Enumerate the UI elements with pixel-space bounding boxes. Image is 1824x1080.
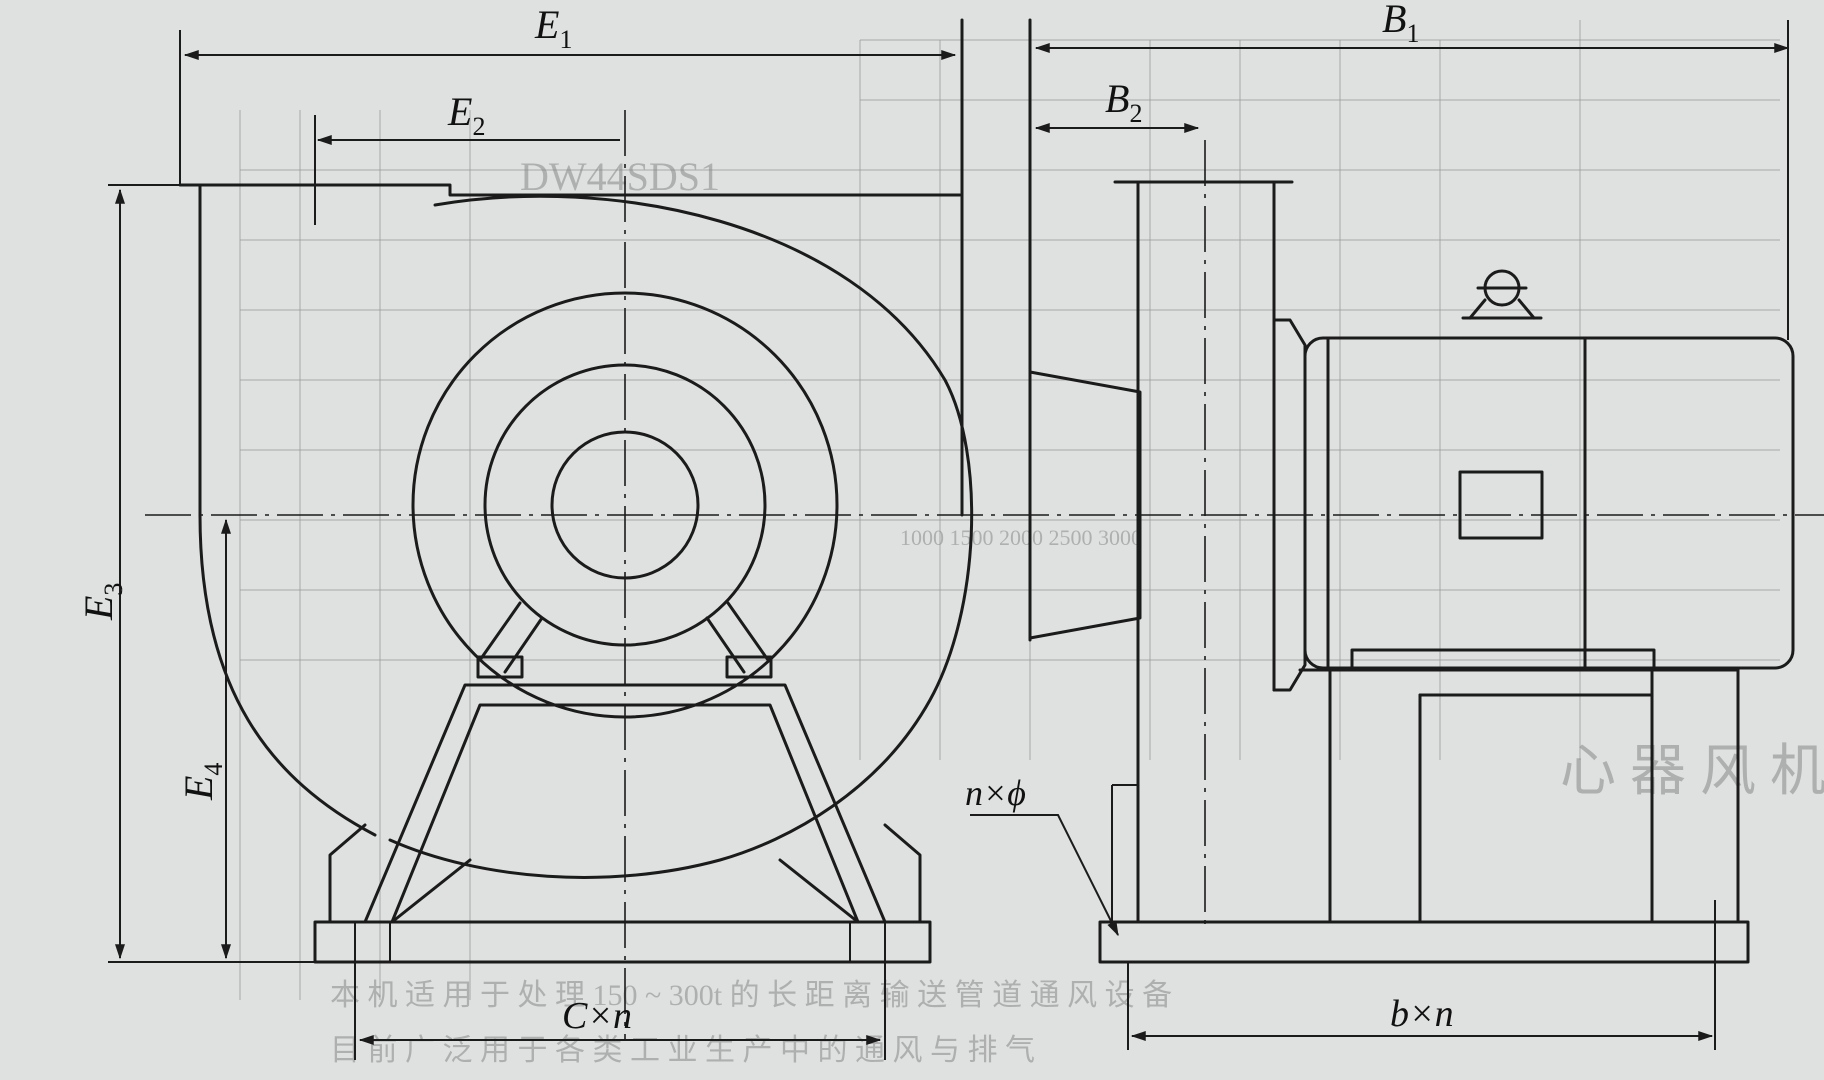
housing-ring-middle <box>483 363 767 647</box>
svg-text:目 前 广 泛 用 于 各 类 工 业 生 产 中 的 通: 目 前 广 泛 用 于 各 类 工 业 生 产 中 的 通 风 与 排 气 <box>330 1034 1035 1067</box>
label-E2: E2 <box>447 89 485 141</box>
side-base-plate <box>1098 920 1750 964</box>
left-pedestal <box>476 655 524 679</box>
svg-text:1000 1500 2000 2500 3000: 1000 1500 2000 2500 3000 <box>900 525 1142 550</box>
label-B1: B1 <box>1382 0 1419 48</box>
base-bolt-blocks <box>354 922 886 962</box>
base-gussets <box>328 823 922 924</box>
svg-text:本 机 适 用 于 处 理 150 ~ 300t 的 长 距: 本 机 适 用 于 处 理 150 ~ 300t 的 长 距 离 输 送 管 道… <box>330 979 1172 1012</box>
front-view <box>178 18 974 964</box>
motor-stand-legs <box>1328 668 1740 922</box>
right-pedestal <box>725 655 773 679</box>
extension-lines-left <box>108 184 315 963</box>
motor-stand-top <box>1298 668 1740 697</box>
extension-lines-top <box>179 30 316 225</box>
side-casing-walls <box>1136 180 1276 924</box>
label-E3: E3 <box>76 583 128 621</box>
inlet-cone <box>1028 370 1142 640</box>
label-E1: E1 <box>534 2 572 54</box>
motor-body-bands <box>1326 336 1587 670</box>
leader-NxPhi <box>970 814 1119 937</box>
left-strut <box>478 601 544 674</box>
housing-ring-outer <box>411 291 839 719</box>
svg-text:心 器 风 机: 心 器 风 机 <box>1560 741 1824 803</box>
right-strut <box>705 601 770 674</box>
extension-lines-bxn <box>1127 900 1716 1050</box>
frame-outer <box>363 683 887 924</box>
volute-scroll <box>388 194 974 879</box>
label-E4: E4 <box>176 763 228 801</box>
lower-braces <box>390 858 860 924</box>
extension-lines-cxn <box>354 962 886 1060</box>
lifting-eye <box>1461 269 1543 320</box>
volute-lower-left <box>198 513 377 837</box>
front-base-plate <box>313 920 932 964</box>
svg-text:DW44SDS1: DW44SDS1 <box>520 154 720 199</box>
side-view <box>1028 18 1795 964</box>
shaft-hub <box>550 430 700 580</box>
dimensions <box>108 20 1790 1060</box>
centerlines <box>145 110 1824 1040</box>
support-frame <box>313 601 932 964</box>
motor-terminal-box <box>1458 470 1544 540</box>
motor-body <box>1303 336 1795 670</box>
side-bolt-lug <box>1111 784 1139 922</box>
label-NxPhi: n×ϕ <box>965 773 1026 813</box>
motor-coupling <box>1272 318 1307 692</box>
dimension-labels: E1 E2 B1 B2 E3 E4 C×n b×n n×ϕ <box>76 0 1454 1037</box>
frame-inner <box>390 703 860 924</box>
label-B2: B2 <box>1105 76 1142 128</box>
label-BxN: b×n <box>1390 993 1454 1035</box>
label-CxN: C×n <box>562 995 632 1037</box>
